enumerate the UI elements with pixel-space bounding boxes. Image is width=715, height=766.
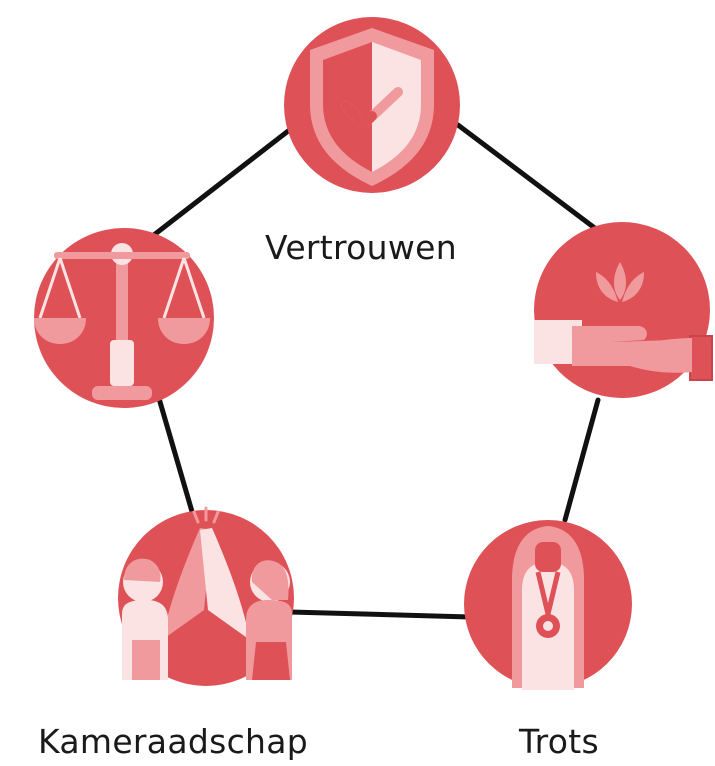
node-vertrouwen [284, 17, 460, 193]
node-kameraadschap [118, 506, 294, 686]
edge-balance-vertrouwen [147, 125, 295, 241]
edge-care-trots [562, 397, 601, 523]
edge-trots-kameraadschap [287, 609, 473, 620]
node-care [534, 222, 713, 398]
label-trots: Trots [519, 722, 599, 761]
pentagon-edges [147, 122, 603, 620]
medal-person-icon [500, 526, 596, 690]
node-trots [464, 520, 632, 690]
label-kameraadschap: Kameraadschap [38, 722, 309, 761]
edge-kameraadschap-balance [155, 392, 196, 518]
shield-check-icon [310, 28, 434, 186]
high-five-icon [122, 506, 292, 680]
node-balance [34, 228, 214, 408]
scales-icon [34, 243, 210, 400]
edge-vertrouwen-care [455, 122, 603, 235]
label-vertrouwen: Vertrouwen [265, 228, 457, 267]
hand-lotus-icon [534, 262, 713, 381]
